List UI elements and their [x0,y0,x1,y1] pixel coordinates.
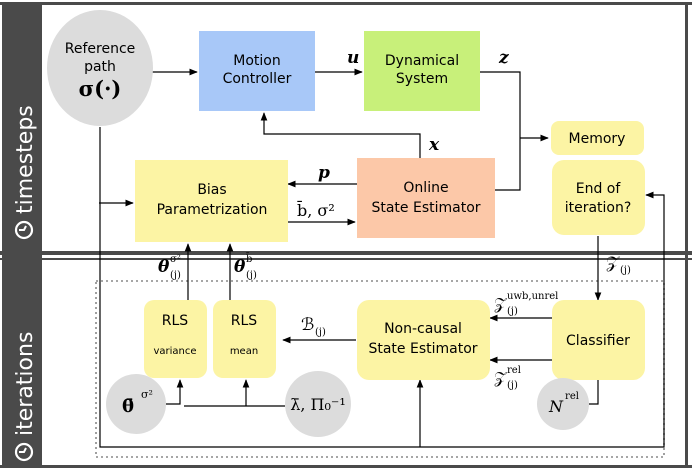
svg-text:uwb,unrel: uwb,unrel [507,291,558,302]
online-state-estimator-node: Online State Estimator [357,158,495,238]
svg-text:θ: θ [158,257,170,277]
svg-text:(j): (j) [507,380,518,391]
svg-text:(j): (j) [246,270,257,281]
svg-text:(j): (j) [507,306,518,317]
svg-text:b̄: b̄ [246,253,252,265]
edge-labels: u z x p b̄, σ² 𝒵 (j) 𝒵 uwb,unrel (j) 𝒵 r… [158,48,631,391]
label-theta-sigma: θ σ² (j) [158,254,181,281]
bias-parametrization-node: Bias Parametrization [135,160,288,242]
svg-text:RLS: RLS [162,313,189,329]
svg-text:𝒵: 𝒵 [494,294,507,313]
theta-bar-node: θ̄ σ² [106,374,166,434]
label-Z-uwb: 𝒵 uwb,unrel (j) [494,291,558,317]
svg-text:(j): (j) [315,327,326,338]
motion-controller-node: Motion Controller [199,31,315,111]
svg-text:path: path [84,59,116,75]
svg-text:Parametrization: Parametrization [157,202,268,218]
svg-text:(j): (j) [620,265,631,276]
svg-text:State Estimator: State Estimator [371,200,480,216]
label-z: z [498,48,509,68]
label-B-j: ℬ (j) [301,315,326,338]
label-x: x [428,135,440,155]
svg-text:RLS: RLS [231,313,258,329]
dynamical-system-node: Dynamical System [364,31,480,111]
svg-text:Non-causal: Non-causal [384,321,462,337]
connectors [99,68,665,448]
svg-text:rel: rel [565,391,579,402]
svg-text:N: N [548,397,564,416]
lambda-pi-node: λ̄, Π₀⁻¹ [285,371,351,437]
svg-text:iteration?: iteration? [565,200,632,216]
label-b-sigma: b̄, σ² [297,199,335,220]
classifier-node: Classifier [552,300,645,380]
svg-text:σ²: σ² [141,388,153,401]
svg-text:Bias: Bias [197,182,226,198]
svg-text:σ²: σ² [170,254,181,265]
svg-text:Dynamical: Dynamical [385,53,459,69]
timesteps-label: timesteps [13,105,38,240]
sigma-math: σ(·) [79,76,122,101]
timesteps-text: timesteps [13,105,38,214]
svg-text:System: System [396,71,448,87]
memory-node: Memory [551,121,644,155]
svg-text:mean: mean [230,346,258,357]
svg-text:λ̄, Π₀⁻¹: λ̄, Π₀⁻¹ [290,395,346,414]
svg-text:𝒵: 𝒵 [606,253,620,273]
iterations-text: iterations [13,332,38,436]
label-Z-rel: 𝒵 rel (j) [494,365,521,391]
svg-text:rel: rel [507,365,521,376]
reference-path-node: Reference path σ(·) [47,10,153,126]
n-rel-node: N rel [537,378,589,430]
svg-text:ℬ: ℬ [301,315,314,335]
svg-text:Online: Online [403,180,448,196]
iterations-label: iterations [13,332,38,462]
svg-text:variance: variance [153,346,196,357]
svg-text:(j): (j) [170,270,181,281]
label-u: u [347,48,359,68]
svg-text:Memory: Memory [569,131,626,147]
label-theta-b: θ b̄ (j) [234,253,257,281]
rls-variance-node: RLS variance [144,300,207,378]
svg-text:Classifier: Classifier [566,333,630,349]
svg-text:θ̄: θ̄ [122,396,134,417]
noncausal-state-estimator-node: Non-causal State Estimator [357,300,490,380]
svg-text:Reference: Reference [65,41,136,57]
svg-text:Controller: Controller [223,71,292,87]
svg-text:𝒵: 𝒵 [494,368,507,387]
svg-text:θ: θ [234,257,246,277]
svg-text:State Estimator: State Estimator [368,341,477,357]
svg-text:End of: End of [576,181,622,197]
label-Z-j: 𝒵 (j) [606,253,631,276]
svg-text:Motion: Motion [233,53,280,69]
label-p: p [318,163,330,183]
end-of-iteration-node: End of iteration? [552,160,645,235]
rls-mean-node: RLS mean [213,300,276,378]
